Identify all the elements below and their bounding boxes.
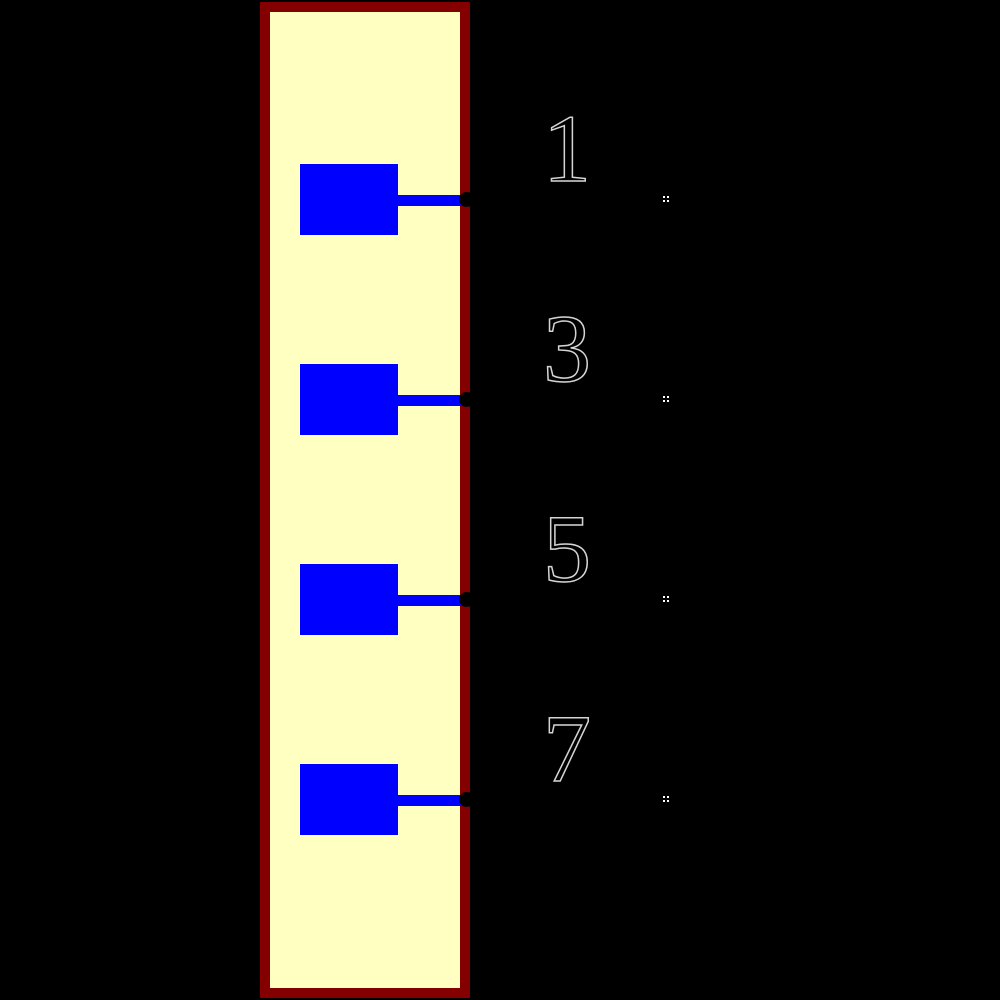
pin-number-label: 1 [542, 94, 592, 202]
pin[interactable]: 1 [0, 94, 1000, 300]
pin-marker-dots-icon [663, 196, 669, 202]
marker-dot [663, 596, 665, 598]
pin[interactable]: 3 [0, 294, 1000, 500]
pin-endpoint-circle-icon[interactable] [459, 392, 474, 407]
pin-endpoint-circle-icon[interactable] [459, 192, 474, 207]
pin-number-label: 7 [542, 694, 592, 802]
pin-base-rect[interactable] [300, 364, 398, 435]
pin-marker-dots-icon [663, 396, 669, 402]
marker-dot [663, 396, 665, 398]
pin-line[interactable] [398, 195, 470, 206]
pin[interactable]: 7 [0, 694, 1000, 900]
marker-dot [663, 796, 665, 798]
pin-marker-dots-icon [663, 596, 669, 602]
pin-base-rect[interactable] [300, 764, 398, 835]
pin-base-rect[interactable] [300, 564, 398, 635]
pin-base-rect[interactable] [300, 164, 398, 235]
pin-number-label: 3 [542, 294, 592, 402]
pin-line[interactable] [398, 595, 470, 606]
pin-number-label: 5 [542, 494, 592, 602]
pin-endpoint-circle-icon[interactable] [459, 792, 474, 807]
pin-line[interactable] [398, 395, 470, 406]
pin-endpoint-circle-icon[interactable] [459, 592, 474, 607]
pin[interactable]: 5 [0, 494, 1000, 700]
pin-line[interactable] [398, 795, 470, 806]
marker-dot [663, 196, 665, 198]
pin-marker-dots-icon [663, 796, 669, 802]
